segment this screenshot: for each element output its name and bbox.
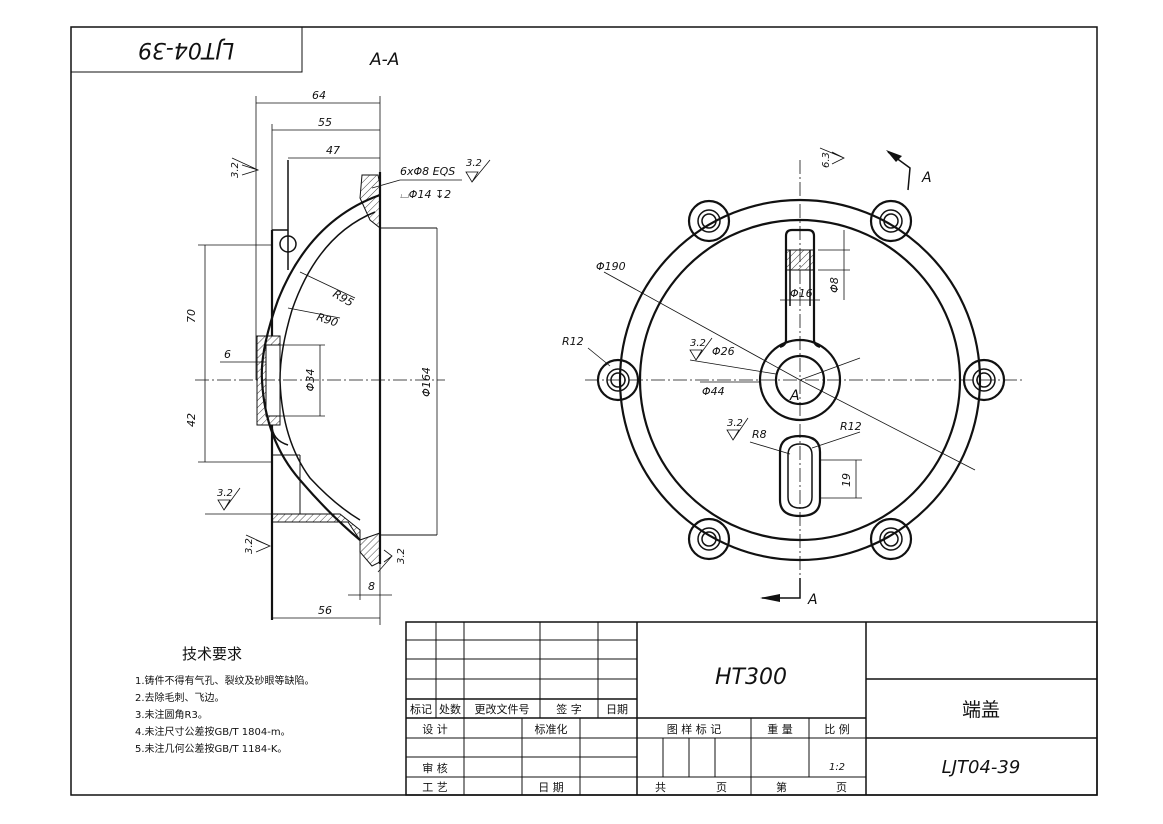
- section-label: A-A: [369, 50, 399, 70]
- section-arrow-top: A: [886, 150, 932, 191]
- tech-req-1: 1.铸件不得有气孔、裂纹及砂眼等缺陷。: [135, 674, 315, 687]
- hole-note-1: 6xΦ8 EQS: [400, 165, 455, 178]
- material-text: HT300: [715, 665, 787, 690]
- dim-70: 70: [185, 309, 198, 323]
- lug-top-left: [687, 199, 731, 243]
- rotated-code-text: LJT04-39: [138, 37, 234, 62]
- rev-h-1: 标记: [410, 702, 432, 716]
- dim-64: 64: [312, 89, 326, 102]
- roughness-5: 3.2: [377, 548, 407, 573]
- svg-text:3.2: 3.2: [244, 538, 255, 554]
- dim-55: 55: [318, 116, 332, 129]
- process-label: 工 艺: [422, 781, 448, 794]
- svg-text:6.3: 6.3: [821, 152, 832, 168]
- dim-phi164: Φ164: [420, 367, 433, 397]
- svg-text:3.2: 3.2: [396, 548, 407, 564]
- page-label-1: 页: [716, 781, 727, 794]
- lug-right: [962, 358, 1006, 402]
- rev-h-3: 更改文件号: [475, 702, 530, 716]
- rev-h-4: 签 字: [556, 702, 582, 716]
- tech-req-2: 2.去除毛刺、飞边。: [135, 691, 225, 704]
- rev-h-5: 日期: [606, 703, 628, 716]
- dim-phi34: Φ34: [304, 369, 317, 392]
- tech-requirements: 技术要求 1.铸件不得有气孔、裂纹及砂眼等缺陷。 2.去除毛刺、飞边。 3.未注…: [135, 645, 315, 755]
- svg-text:A: A: [921, 170, 932, 186]
- rotated-code-box: LJT04-39: [70, 26, 303, 73]
- dim-56: 56: [318, 604, 332, 617]
- dim-19: 19: [840, 473, 853, 487]
- roughness-3: 3.2: [205, 487, 272, 515]
- roughness-7: 3.2: [689, 337, 713, 361]
- svg-text:3.2: 3.2: [217, 488, 233, 499]
- mark-label: 图 样 标 记: [667, 722, 722, 736]
- weight-label: 重 量: [767, 722, 793, 736]
- svg-text:3.2: 3.2: [690, 338, 706, 349]
- design-label: 设 计: [422, 723, 448, 736]
- hole-note-2: ⌴Φ14 ↧2: [400, 188, 451, 201]
- svg-text:3.2: 3.2: [727, 418, 743, 429]
- dim-8: 8: [368, 580, 375, 593]
- scale-label: 比 例: [824, 722, 850, 736]
- date-label: 日 期: [538, 781, 564, 794]
- dim-phi16: Φ16: [790, 287, 813, 300]
- section-arrow-bottom: A: [760, 578, 818, 608]
- tech-req-5: 5.未注几何公差按GB/T 1184-K。: [135, 742, 287, 755]
- dim-r8: R8: [752, 428, 767, 441]
- page-label-2: 页: [836, 781, 847, 794]
- tech-req-3: 3.未注圆角R3。: [135, 708, 208, 721]
- lug-top-right: [869, 199, 913, 243]
- dim-6: 6: [224, 348, 231, 361]
- scale-value: 1:2: [829, 762, 845, 773]
- part-name: 端盖: [962, 699, 1000, 721]
- center-a: A: [789, 388, 800, 404]
- roughness-6: 6.3: [819, 147, 845, 168]
- lug-bottom-right: [869, 517, 913, 561]
- roughness-1: 3.2: [230, 157, 260, 178]
- tech-req-4: 4.未注尺寸公差按GB/T 1804-m。: [135, 725, 291, 738]
- review-label: 审 核: [422, 761, 448, 775]
- svg-text:A: A: [807, 592, 818, 608]
- dim-phi190: Φ190: [596, 260, 626, 273]
- dim-47: 47: [326, 144, 340, 157]
- svg-text:3.2: 3.2: [230, 162, 241, 178]
- dim-r12-left: R12: [562, 335, 584, 348]
- dim-r12-right: R12: [840, 420, 862, 433]
- dim-42: 42: [185, 413, 198, 427]
- roughness-8: 3.2: [726, 417, 749, 441]
- front-view: Φ190 R12 Φ26 Φ44 A Φ16 Φ8 R8 R12 19 6.3 …: [562, 147, 1025, 608]
- lug-left: [596, 358, 640, 402]
- dim-phi44: Φ44: [702, 385, 725, 398]
- section-view: 64 55 47 70 42 6 Φ34 Φ164 R95 R90 6xΦ8 E…: [185, 89, 491, 625]
- standard-label: 标准化: [535, 722, 568, 736]
- svg-text:3.2: 3.2: [466, 158, 482, 169]
- roughness-2: 3.2: [465, 158, 491, 183]
- dim-r90: R90: [315, 310, 340, 329]
- title-block: HT300 端盖 LJT04-39 标记 处数 更改文件号 签 字 日期 设 计…: [405, 621, 1098, 796]
- dim-phi8: Φ8: [828, 277, 841, 293]
- dim-phi26: Φ26: [712, 345, 735, 358]
- lug-bottom-left: [687, 517, 731, 561]
- sheet-label: 第: [776, 780, 787, 794]
- dim-r95: R95: [331, 287, 356, 309]
- rev-h-2: 处数: [439, 703, 461, 716]
- tech-req-title: 技术要求: [182, 645, 242, 663]
- drawing-number: LJT04-39: [942, 757, 1021, 778]
- total-label: 共: [655, 781, 666, 794]
- roughness-4: 3.2: [244, 534, 272, 554]
